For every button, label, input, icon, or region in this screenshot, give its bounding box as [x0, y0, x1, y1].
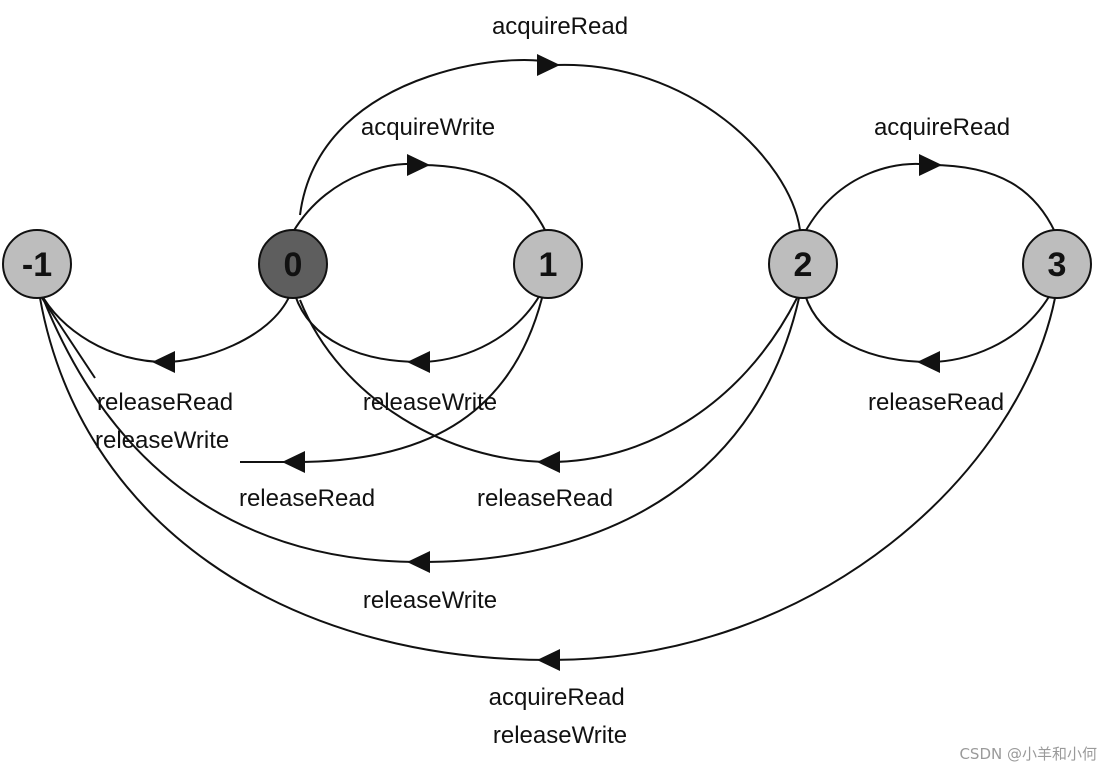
arrowhead-acquire-read-right [919, 154, 942, 176]
node-1-circle [513, 229, 583, 299]
edge-1-to-neg1-release-read [240, 297, 543, 463]
node-2-circle [768, 229, 838, 299]
label-release-write-2-neg1: releaseWrite [363, 587, 497, 614]
label-release-to-neg1-line2: releaseWrite [95, 427, 229, 454]
arrowhead-release-read-1-neg1 [282, 451, 305, 473]
node-0-circle [258, 229, 328, 299]
edge-3-to-2-release-read [804, 294, 1051, 364]
node-0: 0 [258, 229, 328, 299]
edge-2-to-0-release-read [299, 297, 798, 464]
arrowhead-release-write-2-neg1 [407, 551, 430, 573]
label-release-read-3-2: releaseRead [868, 389, 1004, 416]
label-bottom-line1: acquireRead [489, 684, 625, 711]
arrowhead-release-read-2-0 [537, 451, 560, 473]
label-release-write-1-0: releaseWrite [363, 389, 497, 416]
arrowhead-bottom [537, 649, 560, 671]
label-acquire-read-top: acquireRead [492, 13, 628, 40]
watermark: CSDN @小羊和小何 [959, 745, 1097, 763]
node-1-label: 1 [539, 246, 558, 284]
label-release-to-neg1: releaseRead releaseWrite [95, 389, 240, 454]
arrowhead-release-to-neg1 [152, 351, 175, 373]
edge-3-to-neg1-acquire-read-release-write [39, 297, 1056, 662]
edge-1-to-0-release-write [294, 294, 541, 364]
node-2-label: 2 [794, 246, 813, 284]
label-release-to-neg1-line1: releaseRead [97, 389, 233, 416]
edge-2-to-3-acquire-read [804, 162, 1056, 233]
node-2: 2 [768, 229, 838, 299]
arrowhead-release-read-3-2 [917, 351, 940, 373]
edge-0-to-2-acquire-read [299, 58, 801, 231]
node-0-label: 0 [284, 246, 303, 284]
node-neg1-label: -1 [22, 246, 52, 284]
node-neg1: -1 [2, 229, 72, 299]
node-3-label: 3 [1048, 246, 1067, 284]
arrowhead-release-write-1-0 [407, 351, 430, 373]
label-release-read-1-neg1: releaseRead [239, 485, 375, 512]
node-1: 1 [513, 229, 583, 299]
label-bottom-line2: releaseWrite [493, 722, 627, 749]
node-3: 3 [1022, 229, 1092, 299]
label-release-read-2-0: releaseRead [477, 485, 613, 512]
node-neg1-circle [2, 229, 72, 299]
edge-0-to-1-acquire-write [292, 162, 547, 233]
edge-1-to-neg1-release-read-tail [41, 297, 96, 379]
label-acquire-write: acquireWrite [361, 114, 495, 141]
node-3-circle [1022, 229, 1092, 299]
label-bottom: acquireRead releaseWrite [489, 684, 632, 749]
arrowhead-acquire-write [407, 154, 430, 176]
label-acquire-read-right: acquireRead [874, 114, 1010, 141]
arrowhead-acquire-read-top [537, 54, 560, 76]
